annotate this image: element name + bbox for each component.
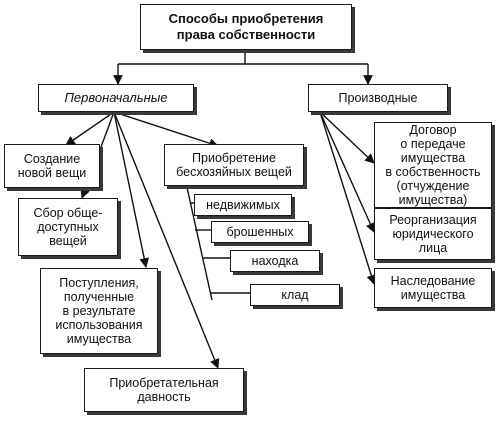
root-box: Способы приобретения права собственности [140, 4, 352, 50]
ownerless-kind-box: клад [250, 284, 340, 306]
ownerless-box: Приобретение бесхозяйных вещей [164, 144, 304, 186]
original-category-box: Первоначальные [38, 84, 194, 112]
contract-box: Договор о передаче имущества в собственн… [374, 122, 492, 208]
reorganization-box: Реорганизация юридического лица [374, 208, 492, 260]
prescription-box: Приобретательная давность [84, 368, 244, 412]
proceeds-box: Поступления, полученные в результате исп… [40, 268, 158, 354]
ownerless-kind-box: недвижимых [194, 194, 292, 216]
inheritance-box: Наследование имущества [374, 268, 492, 308]
ownerless-kind-box: брошенных [211, 221, 309, 243]
creation-box: Создание новой вещи [4, 144, 100, 188]
derivative-category-box: Производные [308, 84, 448, 112]
ownerless-kind-box: находка [230, 250, 320, 272]
gathering-box: Сбор обще- доступных вещей [18, 198, 118, 256]
